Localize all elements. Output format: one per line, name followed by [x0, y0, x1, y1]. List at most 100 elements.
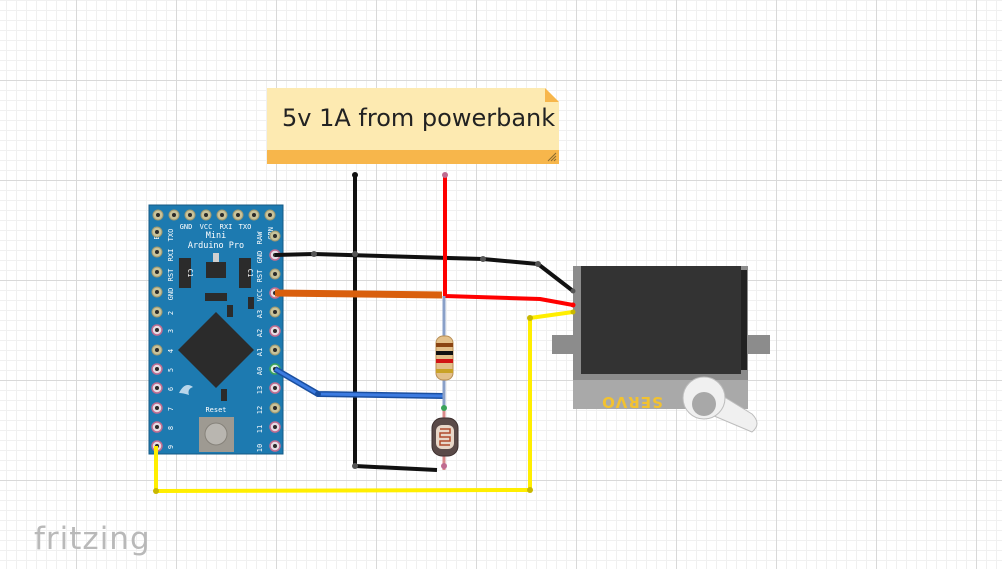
servo-body-side — [741, 270, 747, 370]
smd-part — [227, 305, 233, 317]
capacitor-right-label: C1 — [246, 269, 254, 277]
wire-junction — [527, 315, 533, 321]
note-body — [267, 88, 559, 150]
note-resize-grip[interactable] — [547, 152, 557, 162]
wire-endpoint[interactable] — [570, 309, 576, 315]
servo-horn-screw — [692, 392, 716, 416]
pin-hole — [273, 329, 277, 333]
pin-label-13: 13 — [256, 386, 264, 394]
pin-label-6: 6 — [167, 387, 175, 391]
pin-label-rst-right: RST — [256, 269, 264, 282]
sparkfun-flame-icon — [179, 385, 193, 395]
pin-hole — [273, 348, 277, 352]
board-title-mini: Mini — [206, 231, 226, 241]
wire-endpoint[interactable] — [442, 172, 448, 178]
pin-hole — [155, 310, 159, 314]
pin-label-3: 3 — [167, 329, 175, 333]
servo-label: SERVO — [601, 393, 663, 411]
reset-button[interactable] — [204, 422, 228, 446]
resistor-body — [435, 335, 454, 381]
pin-label-2: 2 — [167, 311, 175, 315]
led — [221, 389, 227, 401]
pin-hole — [156, 213, 160, 217]
pin-label-rst: RST — [167, 268, 175, 281]
wire-junction — [535, 261, 541, 267]
pin-label-10: 10 — [256, 444, 264, 452]
pin-label-rxi-top: RXI — [220, 223, 233, 231]
pin-label-vcc: VCC — [256, 289, 264, 302]
pin-label-a1: A1 — [256, 348, 264, 356]
pin-hole — [155, 386, 159, 390]
pin-hole — [155, 250, 159, 254]
wire-junction — [352, 463, 358, 469]
pin-hole — [273, 386, 277, 390]
ldr-track — [439, 428, 451, 446]
pin-label-txo-top: TXO — [239, 223, 252, 231]
wire-endpoint[interactable] — [570, 288, 576, 294]
pin-hole — [273, 406, 277, 410]
pin-label-8: 8 — [167, 426, 175, 430]
pin-hole — [220, 213, 224, 217]
capacitor-left — [179, 258, 191, 288]
wire-junction — [352, 251, 358, 257]
resistor[interactable] — [435, 296, 454, 408]
wire-black-gnd-to-servo[interactable] — [274, 252, 575, 293]
wire-junction — [527, 487, 533, 493]
pin-label-raw: RAW — [256, 231, 264, 244]
pin-label-9: 9 — [167, 445, 175, 449]
wire-red-power[interactable] — [443, 175, 574, 307]
pin-label-7: 7 — [167, 407, 175, 411]
resistor-band — [436, 369, 453, 373]
arduino-pro-mini[interactable]: BLK GND VCC RXI TXO GRN Mini Arduino Pro — [148, 204, 284, 455]
pin-label-gnd: GND — [167, 288, 175, 301]
sticky-note[interactable]: 5v 1A from powerbank — [267, 88, 559, 164]
board-outline — [148, 204, 284, 455]
wire-junction — [315, 391, 321, 397]
pin-label-a2: A2 — [256, 329, 264, 337]
note-bar — [267, 150, 559, 164]
wire-endpoint[interactable] — [570, 302, 576, 308]
wire-orange-vcc[interactable] — [274, 289, 443, 299]
servo-mount-right — [748, 335, 770, 354]
resistor-band — [436, 359, 453, 363]
pin-hole — [155, 290, 159, 294]
crystal — [205, 293, 227, 301]
pin-hole — [268, 213, 272, 217]
wire-junction — [311, 251, 317, 257]
pin-label-vcc-top: VCC — [200, 223, 213, 231]
pin-label-4: 4 — [167, 349, 175, 353]
board-left-labels: TXO RXI RST GND 2 3 4 5 6 7 8 9 — [167, 229, 175, 449]
wire-black-vertical[interactable] — [353, 175, 438, 472]
pin-label-txo: TXO — [167, 229, 175, 242]
wire-endpoint[interactable] — [352, 172, 358, 178]
pin-hole — [155, 270, 159, 274]
pin-hole — [273, 444, 277, 448]
pin-label-gnd-right: GND — [256, 251, 264, 264]
note-text: 5v 1A from powerbank — [282, 104, 555, 132]
ldr-end — [441, 463, 447, 469]
pin-hole — [155, 348, 159, 352]
fritzing-logo: fritzing — [34, 521, 151, 557]
pin-label-a0: A0 — [256, 367, 264, 375]
resistor-band — [436, 343, 453, 347]
servo-body — [581, 266, 741, 374]
pin-hole — [155, 230, 159, 234]
pin-hole — [188, 213, 192, 217]
pin-hole — [273, 234, 277, 238]
pin-hole — [172, 213, 176, 217]
pin-hole — [155, 328, 159, 332]
wire-junction — [153, 488, 159, 494]
resistor-band — [436, 351, 453, 355]
pin-hole — [273, 272, 277, 276]
board-right-labels: RAW GND RST VCC A3 A2 A1 A0 13 12 11 10 — [256, 231, 264, 452]
board-title-arduino-pro: Arduino Pro — [188, 241, 244, 251]
pin-hole — [273, 425, 277, 429]
servo-motor[interactable]: SERVO — [552, 266, 770, 433]
wire-junction — [480, 256, 486, 262]
microcontroller-chip — [178, 312, 254, 388]
capacitor-right — [239, 258, 251, 288]
photoresistor[interactable] — [431, 405, 459, 470]
pin-label-11: 11 — [256, 425, 264, 433]
servo-horn[interactable] — [682, 376, 758, 433]
